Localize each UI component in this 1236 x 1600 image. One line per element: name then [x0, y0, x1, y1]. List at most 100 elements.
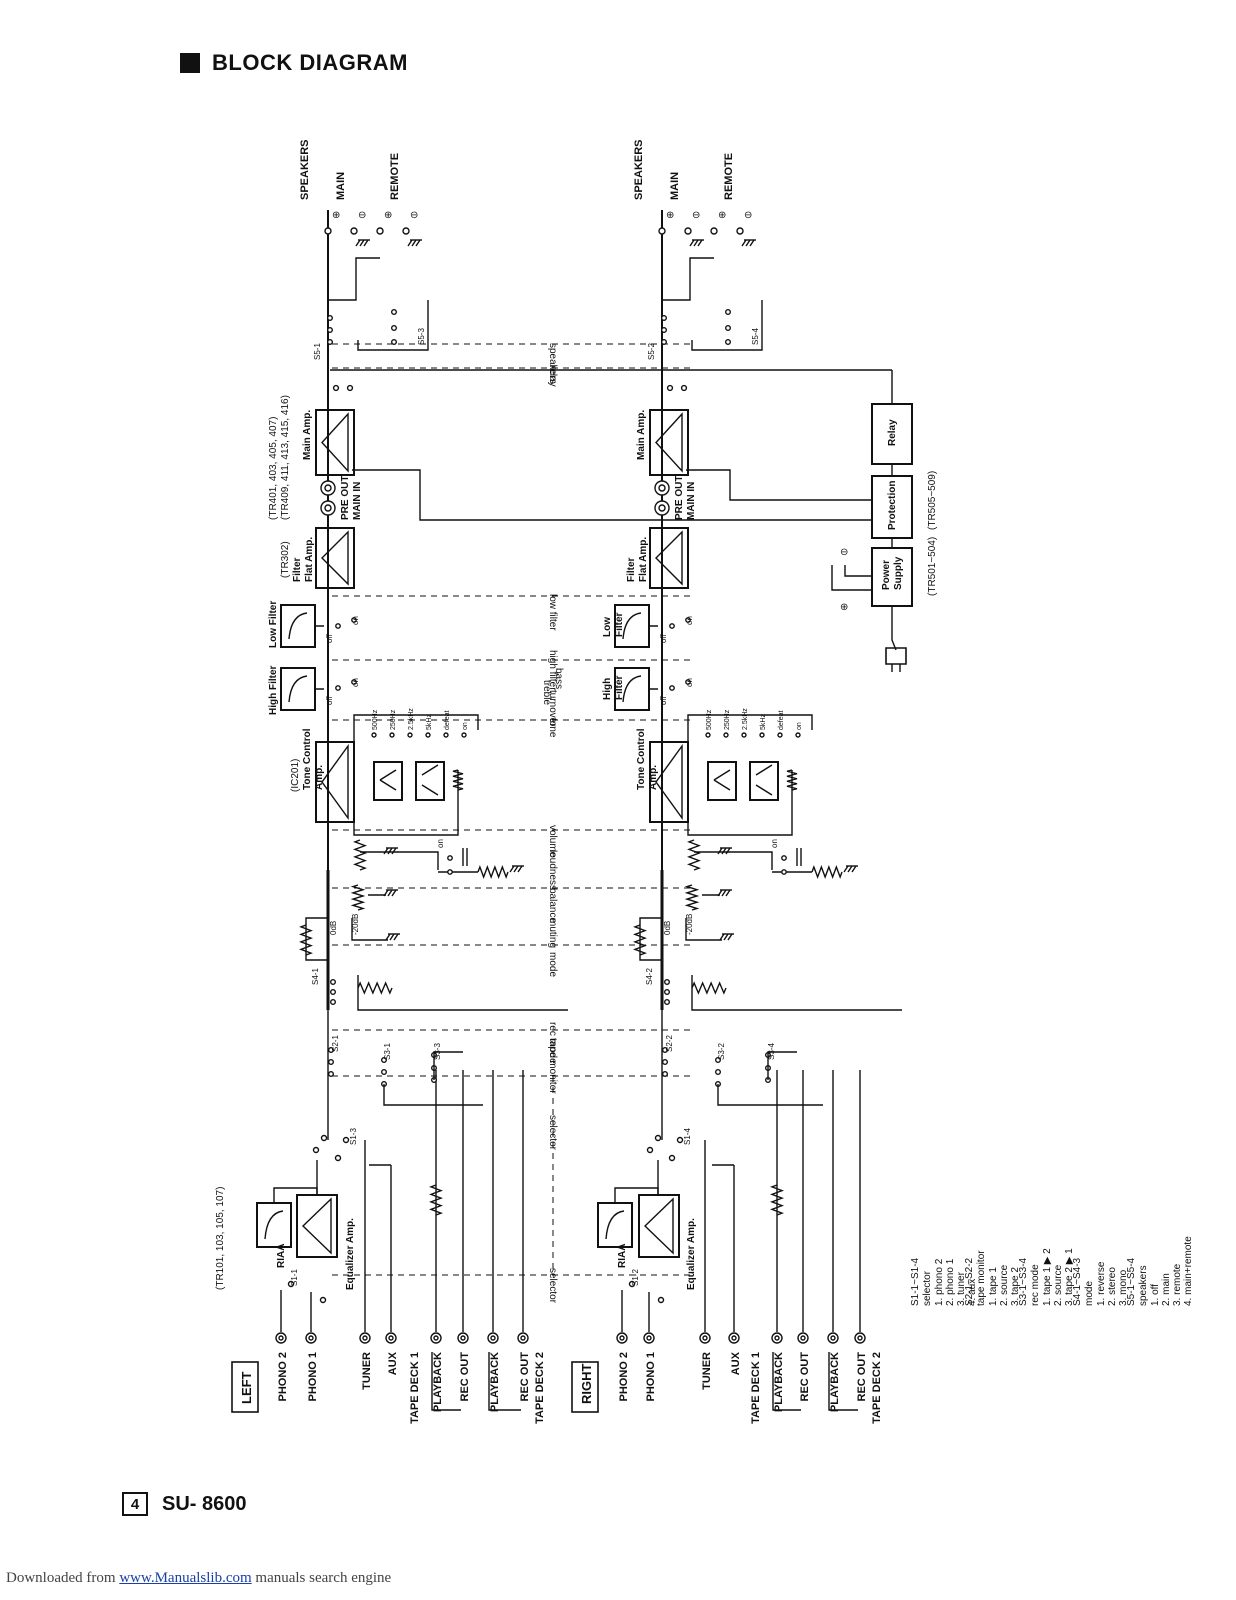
- tone-control-amp-block: [315, 741, 355, 823]
- input-label: REC OUT: [856, 1352, 868, 1402]
- control-name: treble: [541, 680, 552, 705]
- tone-resistor: [452, 769, 464, 791]
- ground-symbol: [407, 239, 413, 247]
- terminal-polarity-mark: ⊕: [666, 210, 674, 221]
- filter-curve-icon: [622, 612, 642, 640]
- switch-contact: [351, 679, 357, 685]
- switch-contact: [664, 979, 671, 986]
- gain-label: -20dB: [685, 914, 694, 935]
- ground-symbol: [355, 239, 361, 247]
- switch-position-label: on: [351, 678, 360, 687]
- control-name: loudness: [547, 850, 558, 890]
- equalizer-amp-block: [638, 1194, 680, 1258]
- speakers-label: SPEAKERS: [633, 139, 645, 200]
- legend-item: 2. source: [1053, 1264, 1064, 1306]
- filter-curve-icon: [288, 675, 308, 703]
- ground-symbol: [749, 239, 755, 247]
- pre-out-label: PRE OUT: [340, 476, 351, 520]
- transistor-label: (TR501~504): [927, 537, 938, 596]
- playback-resistor: [429, 1184, 443, 1216]
- switch-contact: [407, 732, 413, 738]
- legend-item: 3. tape 2 ▶ 1: [1064, 1248, 1075, 1306]
- switch-contact: [443, 732, 449, 738]
- frequency-label: 2.5kHz: [408, 708, 415, 730]
- switch-contact: [328, 1046, 335, 1053]
- switch-contact: [669, 623, 675, 629]
- switch-id: S3-2: [717, 1043, 726, 1060]
- pre-out-terminal: [324, 504, 332, 512]
- control-name: balance: [547, 888, 558, 923]
- flat-amp-label: Filter: [626, 557, 637, 582]
- frequency-label: 250Hz: [390, 709, 397, 730]
- switch-contact: [312, 1146, 320, 1154]
- muting-wire: [305, 917, 328, 961]
- speakers-label: SPEAKERS: [299, 139, 311, 200]
- low-filter-block: [280, 604, 316, 648]
- legend-switch-ids: S3-1~S3-4: [1018, 1257, 1029, 1306]
- power-supply-label: Supply: [893, 556, 904, 590]
- switch-contact: [661, 315, 668, 322]
- filter-curve-icon: [605, 1210, 625, 1240]
- switch-contact: [351, 617, 357, 623]
- switch-contact: [342, 1136, 350, 1144]
- tone-resistor: [786, 769, 798, 791]
- legend-item: 1. tape 1 ▶ 2: [1042, 1248, 1053, 1306]
- model-number: SU- 8600: [162, 1492, 247, 1515]
- terminal-polarity-mark: ⊖: [358, 210, 366, 221]
- control-name: high filter: [547, 650, 558, 691]
- ground-symbol: [359, 239, 365, 247]
- speaker-wire: [691, 300, 763, 351]
- switch-id: S5-3: [417, 328, 426, 345]
- tone-control-label: Amp.: [314, 765, 325, 790]
- switch-contact: [381, 1068, 388, 1075]
- gain-label: -20dB: [351, 914, 360, 935]
- main-amp-label: Main Amp.: [636, 410, 647, 460]
- gain-label: 0dB: [329, 921, 338, 935]
- switch-contact: [330, 979, 337, 986]
- rec-wire: [383, 1084, 483, 1106]
- input-jack-center: [460, 1335, 466, 1341]
- speaker-terminal: [350, 227, 358, 235]
- transistor-label: (TR505~509): [927, 471, 938, 530]
- pre-out-label: PRE OUT: [674, 476, 685, 520]
- protection-label: Protection: [887, 481, 898, 530]
- ground-symbol: [383, 847, 389, 855]
- power-plug-icon: [885, 647, 907, 665]
- legend-switch-name: rec mode: [1030, 1264, 1041, 1306]
- power-plug-icon: [891, 664, 901, 672]
- speaker-terminal: [324, 227, 332, 235]
- input-jack-center: [362, 1335, 368, 1341]
- control-name: rec mode: [547, 1022, 558, 1064]
- riaa-label: RIAA: [276, 1244, 287, 1268]
- ic-label: (IC201): [290, 759, 301, 792]
- high-filter-label: High: [602, 678, 613, 700]
- tape-deck-label: TAPE DECK 1: [750, 1352, 762, 1424]
- ground-symbol: [725, 847, 731, 855]
- power-cord-wire: [891, 606, 897, 651]
- amplifier-triangle-icon: [643, 1197, 674, 1255]
- tape-deck-label: TAPE DECK 2: [871, 1352, 883, 1424]
- switch-contact: [669, 685, 675, 691]
- ground-symbol: [411, 239, 417, 247]
- manualslib-link[interactable]: www.Manualslib.com: [119, 1570, 252, 1586]
- flat-amp-block: [315, 527, 355, 589]
- switch-contact: [391, 339, 398, 346]
- switch-contact: [777, 732, 783, 738]
- pre-out-terminal: [658, 504, 666, 512]
- frequency-label: 500Hz: [372, 709, 379, 730]
- riaa-filter-block: [256, 1202, 292, 1248]
- switch-contact: [327, 339, 334, 346]
- tape-deck-bracket: [488, 1352, 521, 1411]
- tone-network-icon: [713, 769, 731, 791]
- ground-symbol: [725, 889, 731, 897]
- input-jack-center: [774, 1335, 780, 1341]
- switch-id: S1-4: [683, 1128, 692, 1145]
- legend-switch-name: speakers: [1138, 1265, 1149, 1306]
- switch-contact: [685, 617, 691, 623]
- switch-position-label: on: [351, 616, 360, 625]
- tone-control-label: Tone Control: [302, 728, 313, 790]
- footer-suffix: manuals search engine: [255, 1570, 392, 1586]
- frequency-label: on: [462, 722, 469, 730]
- switch-position-label: off: [659, 695, 668, 705]
